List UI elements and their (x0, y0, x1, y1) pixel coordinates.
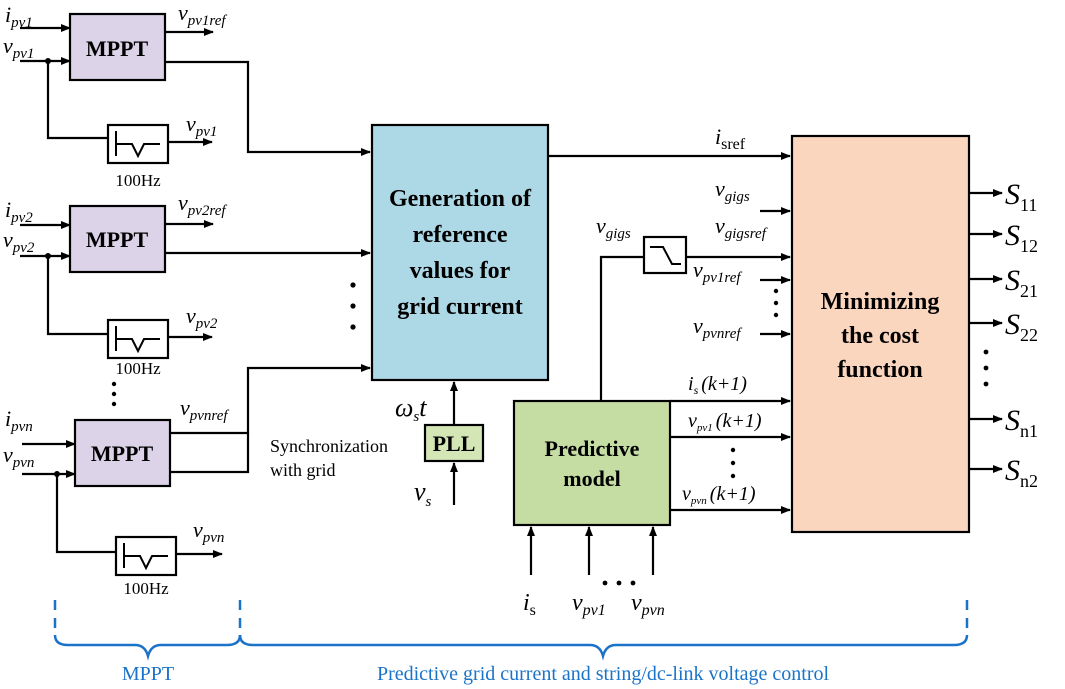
label-isref: isref (715, 124, 746, 153)
pred-line-2: model (563, 466, 620, 491)
label-s21: S21 (1005, 264, 1038, 301)
label-is-input: is (523, 590, 536, 619)
predictive-model-block (512, 399, 672, 527)
mppt-block-1-label: MPPT (86, 36, 149, 61)
pred-input-ellipsis (602, 580, 636, 586)
section-label-mppt: MPPT (122, 663, 174, 685)
label-vpv1-k1: vpv1(k+1) (688, 410, 762, 434)
label-ipvn: ipvn (5, 406, 33, 435)
label-vs: vs (414, 477, 432, 510)
gen-input-ellipsis (350, 282, 356, 330)
label-ipv2: ipv2 (5, 197, 33, 226)
pll-block (423, 423, 485, 463)
mppt-block-2 (68, 204, 167, 274)
sync-text-2: with grid (270, 460, 336, 480)
label-vgigs: vgigs (715, 176, 750, 205)
label-vpvn-k1: vpvn(k+1) (682, 483, 756, 507)
pred-output-ellipsis (730, 447, 736, 479)
label-vpv1ref: vpv1ref (178, 0, 227, 29)
mppt-block-2-label: MPPT (86, 227, 149, 252)
cost-line-3: function (837, 357, 922, 383)
label-ipv1: ipv1 (5, 2, 33, 31)
gen-line-4: grid current (397, 294, 523, 320)
label-vpvn-input: vpvn (631, 590, 665, 619)
output-ellipsis (983, 349, 989, 387)
label-vpvnref: vpvnref (180, 395, 229, 424)
mppt-block-n-label: MPPT (91, 441, 154, 466)
filter-2-label: 100Hz (115, 359, 161, 378)
label-sn1: Sn1 (1005, 404, 1038, 441)
label-s11: S11 (1005, 178, 1037, 215)
cost-line-2: the cost (841, 323, 919, 349)
label-s22: S22 (1005, 308, 1038, 345)
label-vpv1ref-cost: vpv1ref (693, 257, 742, 286)
label-omega-t: ωst (395, 393, 427, 425)
cost-line-1: Minimizing (821, 289, 940, 315)
mppt-block-n (73, 418, 172, 488)
label-vpv1-input: vpv1 (572, 590, 606, 619)
string-ellipsis (111, 381, 117, 407)
label-vpvn-filtered: vpvn (193, 517, 224, 546)
cost-input-ellipsis (773, 288, 779, 318)
mppt-block-1 (68, 12, 167, 82)
label-vpv2-filtered: vpv2 (186, 303, 218, 332)
label-vpvnref-cost: vpvnref (693, 313, 742, 342)
label-vpv2ref: vpv2ref (178, 190, 227, 219)
lowpass-filter (642, 235, 688, 275)
filter-1-label: 100Hz (115, 171, 161, 190)
label-vgigs-filter: vgigs (596, 213, 631, 242)
cost-function-block (790, 134, 971, 534)
sync-text-1: Synchronization (270, 436, 388, 456)
filter-n-label: 100Hz (123, 579, 169, 598)
label-is-k1: is(k+1) (688, 373, 747, 397)
pred-line-1: Predictive (545, 436, 640, 461)
label-vpv2: vpv2 (3, 227, 35, 256)
label-s12: S12 (1005, 219, 1038, 256)
gen-line-3: values for (410, 258, 511, 284)
gen-line-1: Generation of (389, 186, 532, 212)
label-vpv1-filtered: vpv1 (186, 111, 217, 140)
section-braces (53, 600, 969, 635)
gen-line-2: reference (412, 222, 507, 248)
label-vpv1: vpv1 (3, 33, 34, 62)
label-vpvn: vpvn (3, 442, 34, 471)
section-label-predictive: Predictive grid current and string/dc-li… (377, 663, 830, 685)
label-sn2: Sn2 (1005, 454, 1038, 491)
pll-label: PLL (433, 431, 476, 456)
reference-generation-block (370, 123, 550, 382)
label-vgigsref: vgigsref (715, 213, 768, 242)
